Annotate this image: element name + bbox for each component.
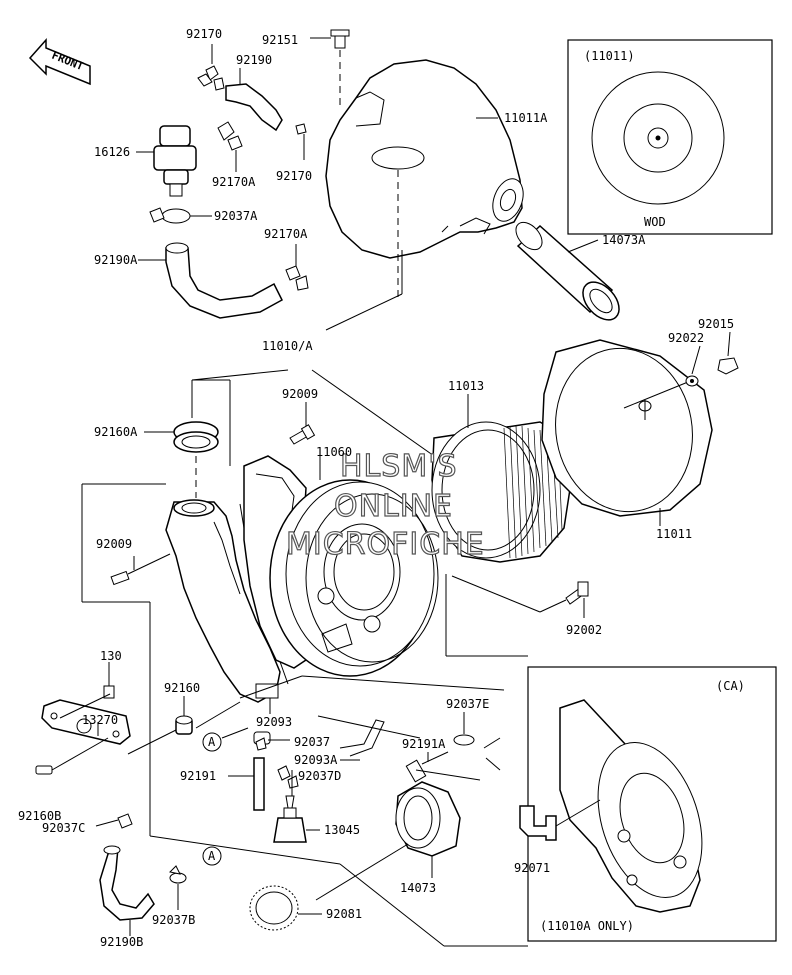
ref-mark-a-upper: A [202,727,249,752]
label-92170-b: 92170 [276,169,312,183]
label-92037C: 92037C [42,821,85,835]
inset-wod-code: (11011) [584,49,635,63]
label-92160: 92160 [164,681,200,695]
part-11060 [243,452,439,677]
label-13270: 13270 [82,713,118,727]
label-14073A: 14073A [602,233,646,247]
label-14073: 14073 [400,881,436,895]
label-92037E: 92037E [446,697,489,711]
svg-text:A: A [208,735,216,749]
part-14073 [315,769,481,901]
ref-mark-a-lower: A [202,846,222,866]
svg-text:MICROFICHE: MICROFICHE [286,527,485,562]
svg-text:HLSM'S: HLSM'S [340,449,458,484]
label-92093A: 92093A [294,753,338,767]
inset-wod-caption: WOD [644,215,666,229]
part-92081 [249,885,322,931]
label-92009-left: 92009 [96,537,132,551]
label-11010A: 11010/A [262,339,313,353]
label-92190B: 92190B [100,935,143,949]
label-92037B: 92037B [152,913,195,927]
part-92190A [138,242,283,319]
label-92151: 92151 [262,33,298,47]
label-13045: 13045 [324,823,360,837]
label-92170-top: 92170 [186,27,222,41]
label-11011: 11011 [656,527,692,541]
part-intake-elbow [165,499,289,714]
svg-text:A: A [208,849,216,863]
label-92191: 92191 [180,769,216,783]
part-92022-92015 [685,331,739,387]
label-92015: 92015 [698,317,734,331]
front-arrow: FRONT [28,38,91,86]
inset-wod: (11011) WOD [567,39,773,235]
part-92160B [35,737,109,775]
label-11011A: 11011A [504,111,548,125]
part-130-13270 [41,662,131,745]
watermark: HLSM'S ONLINE MICROFICHE [285,448,485,562]
part-92151 [310,29,350,110]
svg-text:ONLINE: ONLINE [334,489,453,524]
part-92170A [217,121,309,291]
label-92037A: 92037A [214,209,258,223]
part-13045 [273,795,320,843]
part-labels: 92170 92151 92190 11011A 16126 92170A 92… [18,27,734,949]
part-92160 [127,696,241,755]
part-92009-left [110,553,171,586]
part-11013 [431,394,573,563]
part-11011 [541,339,713,526]
bracket-11010A [191,250,455,471]
label-92170A-a: 92170A [212,175,256,189]
label-92191A: 92191A [402,737,446,751]
part-92037E-92191A [405,712,475,783]
label-92002: 92002 [566,623,602,637]
inset-ca-code: (CA) [716,679,745,693]
label-92170A-b: 92170A [264,227,308,241]
label-92071: 92071 [514,861,550,875]
label-92160A: 92160A [94,425,138,439]
label-92160B: 92160B [18,809,61,823]
label-130: 130 [100,649,122,663]
label-11060: 11060 [316,445,352,459]
label-92037: 92037 [294,735,330,749]
part-92037A [149,207,212,224]
part-92009-top [289,402,316,445]
part-92002 [451,575,589,618]
inset-ca: (CA) (11010A ONLY) [519,666,777,942]
assembly-lines [339,574,528,947]
part-92191-group [228,731,299,811]
part-92190B-group [95,813,187,936]
label-92009-top: 92009 [282,387,318,401]
label-92093: 92093 [256,715,292,729]
inset-ca-caption: (11010A ONLY) [540,919,634,933]
bracket-left [81,483,341,865]
label-92190: 92190 [236,53,272,67]
label-16126: 16126 [94,145,130,159]
label-92081: 92081 [326,907,362,921]
part-92190 [197,44,307,160]
label-92022: 92022 [668,331,704,345]
part-14073A [515,221,620,321]
label-11013: 11013 [448,379,484,393]
label-92190A: 92190A [94,253,138,267]
part-11011A [325,59,524,300]
label-92037D: 92037D [298,769,341,783]
part-16126 [136,125,197,197]
part-92160A [144,421,219,498]
part-92093A [239,675,505,761]
